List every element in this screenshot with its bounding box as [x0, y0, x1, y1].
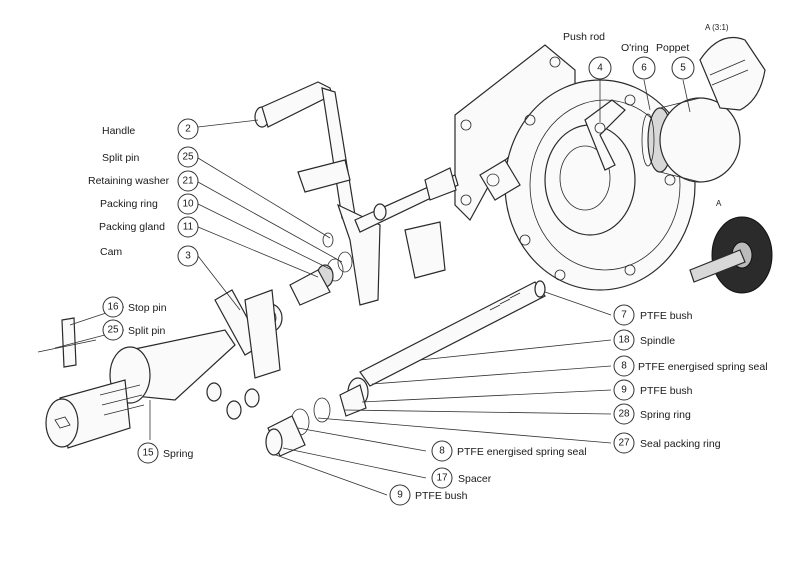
part-number: 16 — [107, 302, 119, 313]
part-label: PTFE energised spring seal — [638, 361, 768, 373]
callout-spindle: 18 Spindle — [613, 329, 675, 351]
part-number: 21 — [182, 176, 194, 187]
part-number: 28 — [618, 409, 630, 420]
part-label: Cam — [100, 246, 122, 258]
valve-body-flange — [454, 44, 696, 291]
callout-seal-packing-ring: 27 Seal packing ring — [613, 432, 721, 454]
stop-pin-part — [37, 317, 97, 368]
spindle-part — [359, 280, 546, 387]
part-number: 17 — [436, 473, 448, 484]
part-label: Seal packing ring — [640, 438, 721, 450]
part-number: 9 — [397, 490, 403, 501]
callout-retaining-washer: Retaining washer 21 — [88, 170, 199, 192]
part-number: 4 — [597, 63, 603, 74]
callout-packing-ring: Packing ring 10 — [100, 193, 199, 215]
part-number: 8 — [621, 361, 627, 372]
part-label: Spring — [163, 448, 194, 460]
shaft-upper — [354, 167, 459, 279]
callout-spring-seal-b: 8 PTFE energised spring seal — [431, 440, 587, 462]
part-number: 25 — [107, 325, 119, 336]
part-number: 5 — [680, 63, 686, 74]
callout-cam: Cam 3 — [100, 245, 199, 267]
callout-split-pin-top: Split pin 25 — [102, 146, 199, 168]
callout-packing-gland: Packing gland 11 — [99, 216, 199, 238]
part-number: 10 — [182, 199, 194, 210]
callout-spring: 15 Spring — [137, 442, 194, 464]
part-number: 8 — [439, 446, 445, 457]
poppet-part — [641, 97, 741, 183]
part-label: Stop pin — [128, 302, 167, 314]
callout-spacer: 17 Spacer — [431, 467, 492, 489]
part-label: Packing gland — [99, 221, 165, 233]
part-label: PTFE energised spring seal — [457, 446, 587, 458]
part-label: Poppet — [656, 42, 689, 54]
callout-ptfe-bush-9b: 9 PTFE bush — [389, 484, 468, 506]
part-number: 7 — [621, 310, 627, 321]
part-label: Spindle — [640, 335, 675, 347]
part-label: Split pin — [128, 325, 166, 337]
part-label: Retaining washer — [88, 175, 170, 187]
part-number: 18 — [618, 335, 630, 346]
part-label: Push rod — [563, 31, 605, 43]
part-number: 27 — [618, 438, 630, 449]
detail-marker-label: A — [716, 199, 722, 208]
part-number: 11 — [183, 222, 194, 233]
callout-push-rod: Push rod 4 — [563, 31, 612, 80]
callout-stop-pin: 16 Stop pin — [102, 296, 167, 318]
part-number: 9 — [621, 385, 627, 396]
callout-split-pin-bottom: 25 Split pin — [102, 319, 166, 341]
part-label: PTFE bush — [640, 310, 693, 322]
part-number: 3 — [185, 251, 191, 262]
part-label: O'ring — [621, 42, 649, 54]
seal-stack — [265, 377, 369, 457]
part-label: Packing ring — [100, 198, 158, 210]
callout-oring: O'ring 6 — [621, 42, 656, 80]
part-label: PTFE bush — [640, 385, 693, 397]
part-label: Spring ring — [640, 409, 691, 421]
callout-handle: Handle 2 — [102, 118, 199, 140]
part-number: 6 — [641, 63, 647, 74]
callout-spring-ring: 28 Spring ring — [613, 403, 691, 425]
handle-part — [254, 81, 381, 306]
callout-ptfe-bush-9a: 9 PTFE bush — [613, 379, 693, 401]
pushrod-part — [584, 99, 626, 171]
callout-spring-seal-a: 8 PTFE energised spring seal — [613, 355, 768, 377]
part-label: PTFE bush — [415, 490, 468, 502]
part-label: Handle — [102, 125, 135, 137]
detail-view-label: A (3:1) — [705, 23, 729, 32]
part-label: Split pin — [102, 152, 140, 164]
part-label: Spacer — [458, 473, 492, 485]
callout-poppet: Poppet 5 — [656, 42, 695, 80]
part-number: 15 — [142, 448, 154, 459]
detail-view — [689, 36, 773, 294]
callout-ptfe-bush-7: 7 PTFE bush — [613, 304, 693, 326]
part-number: 25 — [182, 152, 194, 163]
cam-and-spring-housing — [45, 289, 281, 449]
part-number: 2 — [185, 124, 191, 135]
